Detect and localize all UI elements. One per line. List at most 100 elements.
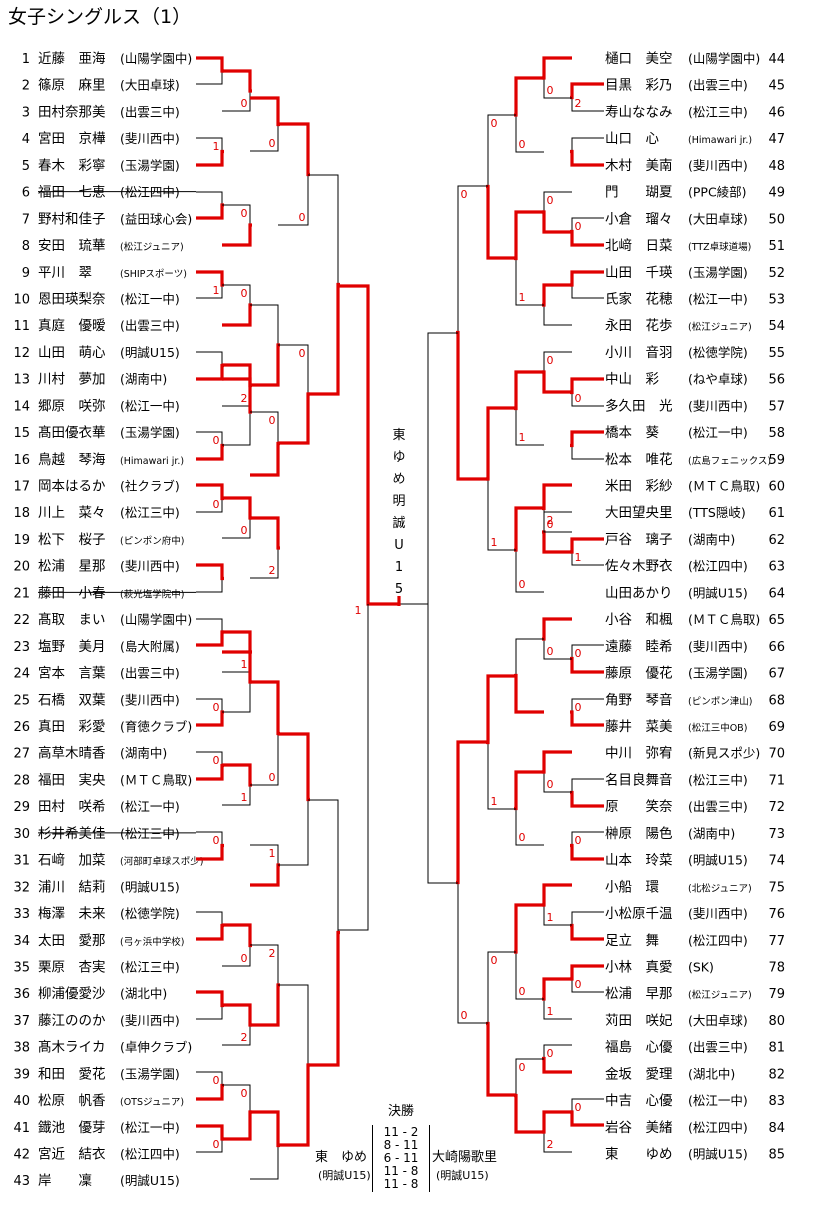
bracket-line — [196, 564, 223, 593]
player-club: (湖南中) — [120, 746, 167, 761]
winner-path — [542, 210, 572, 234]
winner-path — [570, 710, 604, 727]
winner-path — [196, 843, 224, 861]
game-score: 0 — [213, 434, 220, 447]
winner-path — [570, 790, 604, 808]
winner-path — [542, 530, 572, 554]
winner-path — [250, 96, 280, 127]
player-club: (松江一中) — [120, 291, 180, 306]
winner-path — [570, 377, 604, 395]
player-name: 樋口 美空 — [605, 51, 673, 67]
winner-path — [570, 430, 604, 448]
player-number: 47 — [768, 132, 785, 147]
player-name: 杉井希美佳 — [38, 826, 106, 842]
player-number: 79 — [768, 987, 785, 1002]
player-name: 宮田 京樺 — [38, 131, 106, 147]
player-club: (TTS隠岐) — [688, 505, 746, 520]
player-name: 東 ゆめ — [605, 1147, 673, 1163]
winner-path — [222, 69, 252, 93]
player-number: 62 — [768, 533, 785, 548]
player-club: (松江四中) — [688, 933, 748, 948]
player-name: 小松原千温 — [605, 906, 673, 922]
bracket-line — [487, 951, 516, 1096]
player-number: 41 — [13, 1121, 30, 1136]
game-score: 1 — [213, 284, 220, 297]
winner-path — [486, 674, 516, 745]
player-number: 1 — [22, 52, 30, 67]
player-name: 中山 彩 — [605, 372, 659, 388]
winner-path — [196, 990, 224, 1008]
winner-path — [514, 76, 544, 117]
game-score: 0 — [575, 392, 582, 405]
game-score: 1 — [519, 291, 526, 304]
semifinal-right-upper — [400, 332, 458, 605]
winner-path — [222, 923, 252, 948]
game-score: 0 — [575, 834, 582, 847]
page-title: 女子シングルス（1） — [8, 6, 192, 28]
champion-char: め — [392, 472, 406, 487]
bracket-line — [571, 778, 604, 807]
bracket-line — [196, 618, 223, 646]
player-club: (広島フェニックス) — [688, 455, 771, 467]
winner-path — [456, 740, 488, 885]
player-club: (卓伸クラブ) — [120, 1040, 192, 1055]
player-name: 藤井 菜美 — [605, 719, 673, 735]
winner-path — [196, 270, 224, 287]
winner-path — [514, 210, 544, 261]
game-score: 0 — [241, 524, 248, 537]
game-score: 0 — [461, 188, 468, 201]
player-number: 14 — [13, 399, 30, 414]
player-number: 82 — [768, 1067, 785, 1082]
semifinal-score: 1 — [355, 604, 362, 617]
player-name: 北﨑 日菜 — [605, 238, 673, 254]
player-club: (益田球心会) — [120, 211, 192, 226]
game-score: 0 — [213, 498, 220, 511]
game-score: 0 — [269, 137, 276, 150]
player-club: (玉湯学園) — [120, 425, 180, 440]
game-score: 0 — [547, 194, 554, 207]
winner-path — [542, 1056, 572, 1074]
winner-path — [570, 149, 604, 167]
winner-path — [542, 1110, 572, 1134]
player-club: (斐川西中) — [120, 131, 180, 146]
player-name: 田村奈那美 — [38, 104, 106, 120]
player-club: (明誠U15) — [120, 1173, 180, 1188]
game-score: 0 — [269, 771, 276, 784]
game-score: 0 — [547, 645, 554, 658]
champion-char: 東 — [392, 428, 406, 443]
player-name: 遠藤 睦希 — [605, 639, 673, 655]
game-score: 0 — [547, 518, 554, 531]
winner-path — [250, 863, 280, 887]
player-number: 66 — [768, 640, 785, 655]
game-score: 2 — [241, 1031, 248, 1044]
winner-path — [196, 923, 224, 941]
player-name: 福田 七恵 — [38, 185, 106, 201]
final-game-score: 11 - 2 — [383, 1125, 419, 1139]
player-name: 松下 桜子 — [38, 532, 106, 548]
winner-path — [196, 763, 224, 781]
game-score: 0 — [519, 138, 526, 151]
player-name: 松浦 早那 — [605, 986, 673, 1002]
player-club: (出雲三中) — [120, 318, 180, 333]
winner-path — [222, 650, 252, 684]
player-number: 17 — [13, 480, 30, 495]
player-number: 50 — [768, 212, 785, 227]
game-score: 1 — [491, 795, 498, 808]
player-number: 51 — [768, 239, 785, 254]
player-name: 浦川 結莉 — [38, 879, 106, 895]
player-club: (明誠U15) — [120, 345, 180, 360]
game-score: 2 — [547, 514, 554, 527]
player-number: 69 — [768, 720, 785, 735]
player-club: (Himawari jr.) — [120, 456, 184, 467]
player-number: 44 — [768, 52, 785, 67]
bracket-line — [487, 407, 516, 551]
final-game-score: 8 - 11 — [383, 1138, 419, 1152]
player-name: 寿山ななみ — [605, 103, 673, 120]
game-score: 0 — [213, 1074, 220, 1087]
champion-char: 明 — [392, 494, 406, 509]
game-score: 1 — [547, 1005, 554, 1018]
player-name: 松浦 星那 — [38, 559, 106, 575]
player-name: 木村 美南 — [605, 158, 673, 174]
player-number: 38 — [13, 1041, 30, 1056]
